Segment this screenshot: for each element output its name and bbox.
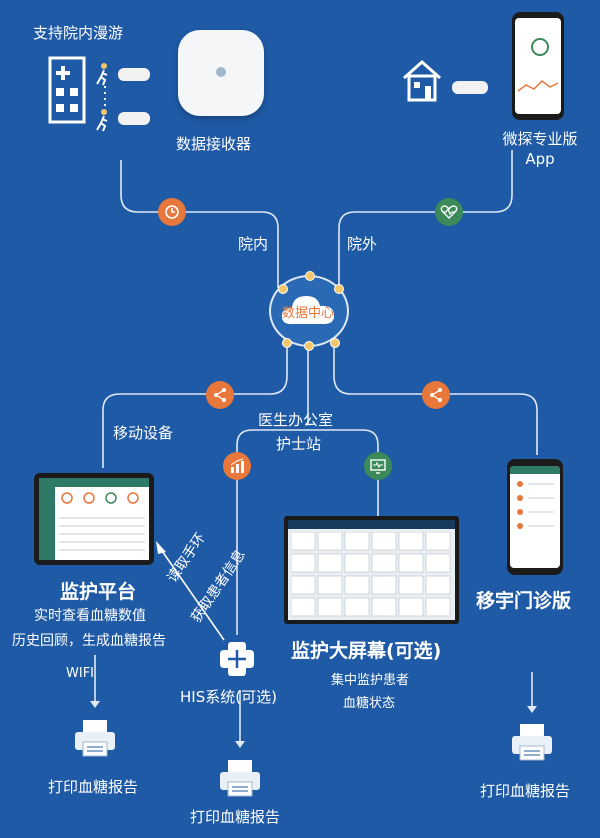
data-center-label: 数据中心 bbox=[281, 306, 334, 321]
data-table bbox=[59, 517, 145, 551]
sensor-icon bbox=[118, 68, 150, 81]
clinic-title: 移宇门诊版 bbox=[476, 590, 572, 612]
bar-chart-icon bbox=[223, 452, 251, 480]
cloud-icon bbox=[281, 296, 334, 324]
app-label-line1: 微探专业版 bbox=[502, 130, 578, 148]
big-screen-monitor bbox=[284, 516, 459, 624]
print-report-middle: 打印血糖报告 bbox=[190, 808, 281, 826]
app-phone bbox=[512, 12, 564, 120]
big-screen-line1: 集中监护患者 bbox=[331, 673, 410, 688]
share-icon bbox=[422, 381, 450, 409]
wifi-label: WIFI bbox=[66, 666, 94, 681]
app-label-line2: App bbox=[525, 150, 555, 168]
walking-person-icon bbox=[96, 109, 108, 132]
big-screen-title: 监护大屏幕(可选) bbox=[291, 640, 442, 662]
clock-icon bbox=[158, 198, 186, 226]
his-label: HIS系统(可选) bbox=[180, 688, 277, 706]
in-hospital-label: 院内 bbox=[238, 235, 269, 253]
print-report-left: 打印血糖报告 bbox=[48, 778, 139, 796]
patient-list bbox=[517, 481, 554, 529]
clinic-phone bbox=[507, 459, 563, 575]
heart-pulse-icon bbox=[435, 198, 463, 226]
hospital-icon bbox=[48, 56, 86, 124]
out-hospital-label: 院外 bbox=[347, 235, 378, 253]
office-label: 医生办公室 bbox=[258, 411, 334, 429]
monitor-pulse-icon bbox=[364, 452, 392, 480]
printer-icon bbox=[220, 760, 260, 797]
sensor-icon bbox=[452, 81, 488, 94]
monitoring-tablet bbox=[34, 473, 154, 565]
share-icon bbox=[206, 381, 234, 409]
sensor-icon bbox=[118, 112, 150, 125]
roaming-label: 支持院内漫游 bbox=[33, 24, 124, 42]
receiver-logo-icon bbox=[216, 67, 226, 77]
walking-person-icon bbox=[96, 63, 108, 86]
monitoring-platform-line2: 历史回顾，生成血糖报告 bbox=[12, 633, 166, 649]
his-cross-icon bbox=[220, 642, 254, 676]
printer-icon bbox=[75, 720, 115, 757]
big-screen-line2: 血糖状态 bbox=[343, 696, 396, 711]
nurse-station-label: 护士站 bbox=[276, 435, 322, 453]
monitoring-platform-title: 监护平台 bbox=[60, 581, 137, 603]
receiver-label: 数据接收器 bbox=[176, 135, 252, 153]
receiver-device bbox=[178, 30, 264, 116]
mobile-device-label: 移动设备 bbox=[113, 424, 174, 442]
gauge-row bbox=[61, 492, 139, 504]
monitoring-platform-line1: 实时查看血糖数值 bbox=[34, 608, 146, 624]
print-report-right: 打印血糖报告 bbox=[480, 782, 571, 800]
home-icon bbox=[403, 59, 441, 102]
patient-grid bbox=[291, 532, 451, 617]
printer-icon bbox=[512, 724, 552, 761]
